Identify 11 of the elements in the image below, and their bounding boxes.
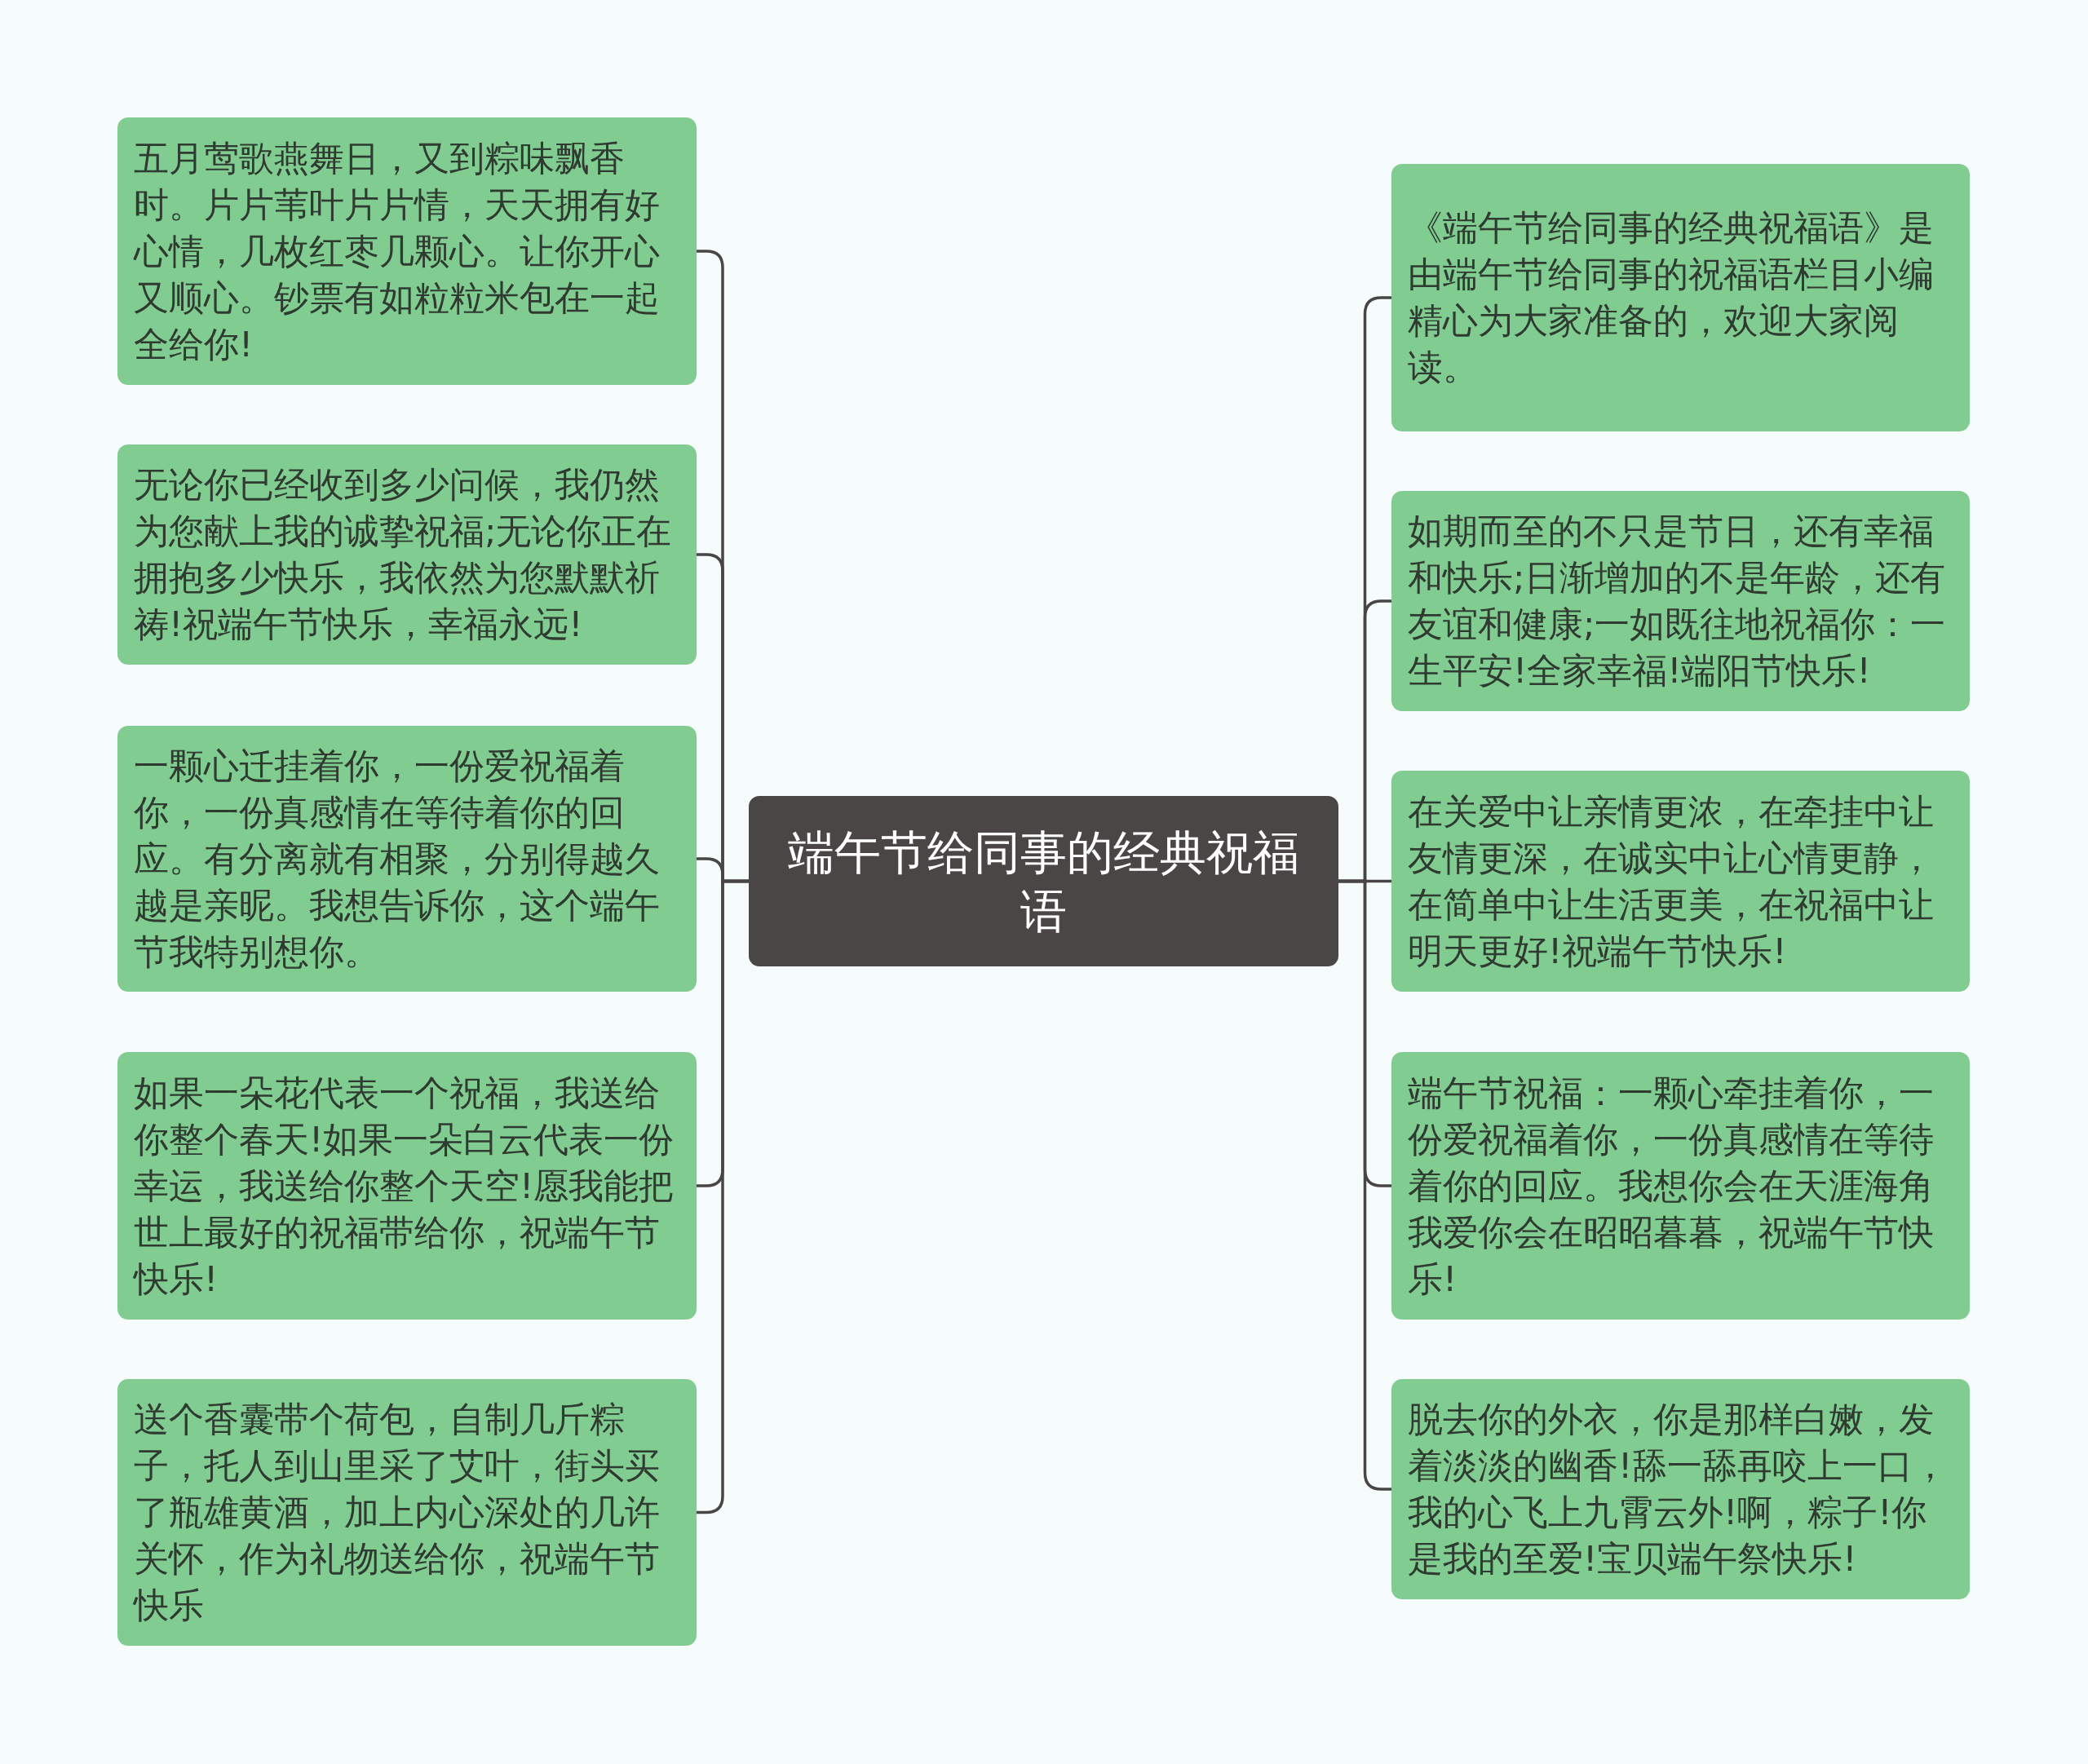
message-box: 一颗心迁挂着你，一份爱祝福着你，一份真感情在等待着你的回应。有分离就有相聚，分别得越久越是亲昵。我想告诉你，这个端午节我特别想你。 [117, 726, 697, 992]
message-box: 《端午节给同事的经典祝福语》是由端午节给同事的祝福语栏目小编精心为大家准备的，欢迎大家阅读。 [1391, 164, 1970, 431]
message-box: 脱去你的外衣，你是那样白嫩，发着淡淡的幽香!舔一舔再咬上一口，我的心飞上九霄云外!啊，粽子!你是我的至爱!宝贝端午祭快乐! [1391, 1379, 1970, 1599]
topic-box: 端午节给同事的经典祝福语 [749, 796, 1338, 966]
message-box: 端午节祝福：一颗心牵挂着你，一份爱祝福着你，一份真感情在等待着你的回应。我想你会在天涯海角我爱你会在昭昭暮暮，祝端午节快乐! [1391, 1052, 1970, 1320]
message-box: 在关爱中让亲情更浓，在牵挂中让友情更深，在诚实中让心情更静，在简单中让生活更美，在祝福中让明天更好!祝端午节快乐! [1391, 771, 1970, 992]
message-box: 无论你已经收到多少问候，我仍然为您献上我的诚挚祝福;无论你正在拥抱多少快乐，我依然为您默默祈祷!祝端午节快乐，幸福永远! [117, 444, 697, 665]
message-box: 如果一朵花代表一个祝福，我送给你整个春天!如果一朵白云代表一份幸运，我送给你整个天空!愿我能把世上最好的祝福带给你，祝端午节快乐! [117, 1052, 697, 1320]
message-box: 送个香囊带个荷包，自制几斤粽子，托人到山里采了艾叶，街头买了瓶雄黄酒，加上内心深处的几许关怀，作为礼物送给你，祝端午节快乐 [117, 1379, 697, 1646]
message-box: 如期而至的不只是节日，还有幸福和快乐;日渐增加的不是年龄，还有友谊和健康;一如既往地祝福你：一生平安!全家幸福!端阳节快乐! [1391, 491, 1970, 711]
message-box: 五月莺歌燕舞日，又到粽味飘香时。片片苇叶片片情，天天拥有好心情，几枚红枣几颗心。让你开心又顺心。钞票有如粒粒米包在一起全给你! [117, 117, 697, 385]
